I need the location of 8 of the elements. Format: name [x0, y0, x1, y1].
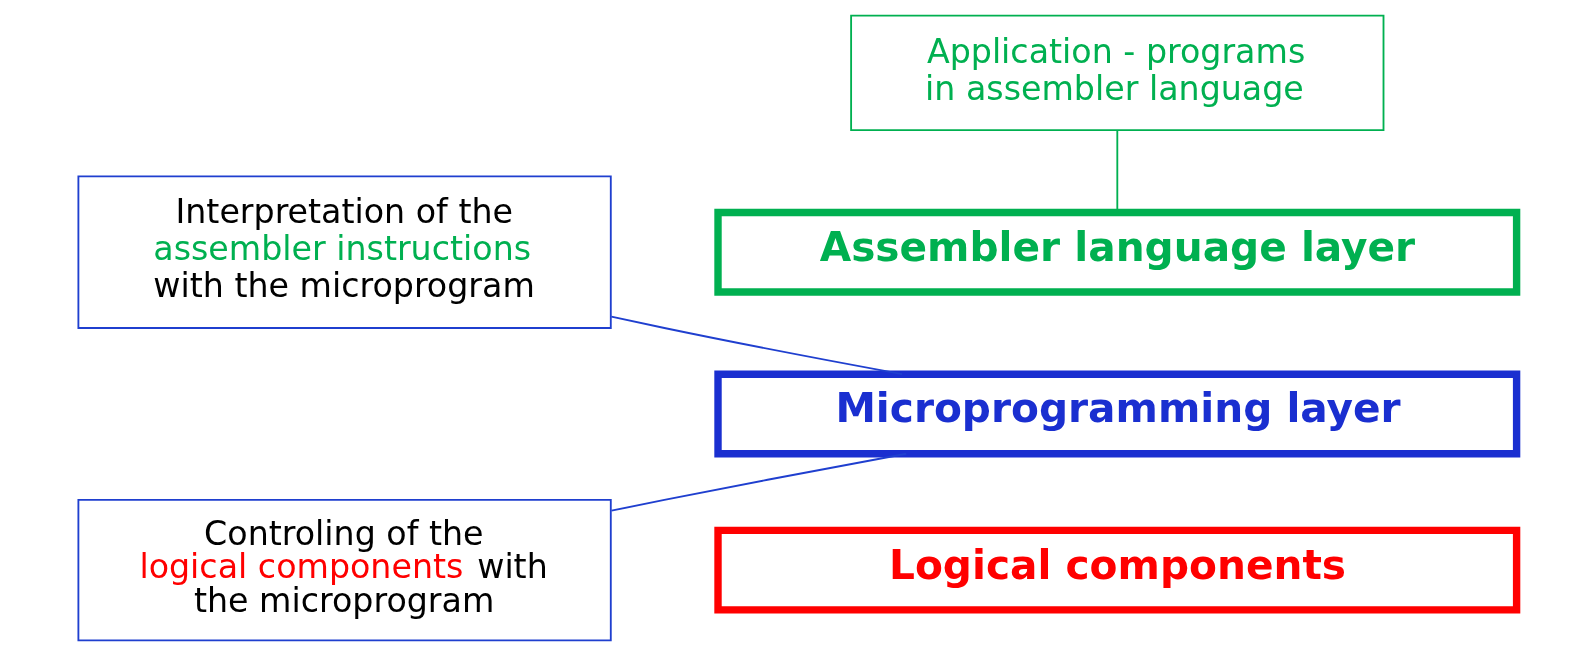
node-box: Application - programs in assembler language [849, 14, 1384, 132]
connector [609, 315, 903, 376]
node-box: Interpretation of the assembler instructions with the microprogram [76, 175, 612, 329]
node-box: Microprogramming layer [713, 370, 1520, 458]
node-box: Logical components [713, 526, 1520, 614]
connector [610, 452, 907, 512]
node-box: Assembler language layer [713, 208, 1520, 296]
node-box: Controling of the logical components with the microprogram [76, 499, 612, 642]
